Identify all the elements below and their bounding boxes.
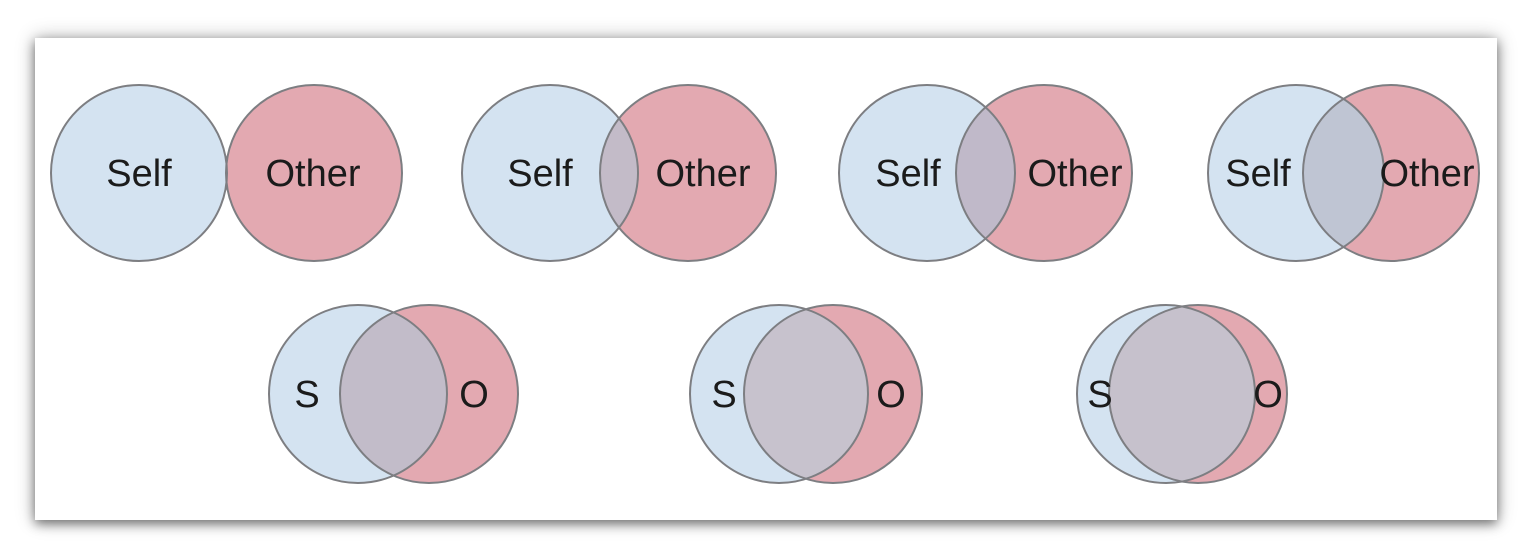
other-label: O xyxy=(876,374,906,416)
other-circle-outline xyxy=(225,84,403,262)
self-label: S xyxy=(1087,374,1112,416)
other-label: Other xyxy=(265,153,360,195)
other-label: O xyxy=(459,374,489,416)
self-label: Self xyxy=(106,153,172,195)
other-circle-outline xyxy=(599,84,777,262)
self-circle-outline xyxy=(689,304,869,484)
other-label: O xyxy=(1253,374,1283,416)
other-label: Other xyxy=(1379,153,1474,195)
self-circle-outline xyxy=(1076,304,1256,484)
self-circle-outline xyxy=(268,304,448,484)
venn-pair-4: Self Other xyxy=(1207,84,1480,262)
other-circle-outline xyxy=(1108,304,1288,484)
venn-pair-3: Self Other xyxy=(838,84,1133,262)
self-circle-outline xyxy=(461,84,639,262)
overlap-region xyxy=(956,107,1015,239)
self-label: Self xyxy=(507,153,573,195)
overlap-region xyxy=(600,118,638,228)
overlap-region xyxy=(340,312,447,476)
other-circle-outline xyxy=(743,304,923,484)
other-circle-fill xyxy=(226,85,402,261)
overlap-region xyxy=(1303,98,1384,248)
venn-pair-2: Self Other xyxy=(461,84,777,262)
overlap-region xyxy=(744,309,869,479)
self-circle-outline xyxy=(838,84,1016,262)
self-label: Self xyxy=(1225,153,1291,195)
self-label: Self xyxy=(875,153,941,195)
self-label: S xyxy=(294,374,319,416)
self-circle-fill xyxy=(51,85,227,261)
venn-pair-1: Self Other xyxy=(50,84,403,262)
other-circle-outline xyxy=(339,304,519,484)
other-circle-outline xyxy=(1302,84,1480,262)
self-label: S xyxy=(711,374,736,416)
self-circle-fill xyxy=(462,85,638,261)
other-circle-outline xyxy=(955,84,1133,262)
other-circle-fill xyxy=(600,85,776,261)
self-circle-outline xyxy=(1207,84,1385,262)
overlap-region xyxy=(1109,306,1255,482)
other-label: Other xyxy=(655,153,750,195)
other-label: Other xyxy=(1027,153,1122,195)
